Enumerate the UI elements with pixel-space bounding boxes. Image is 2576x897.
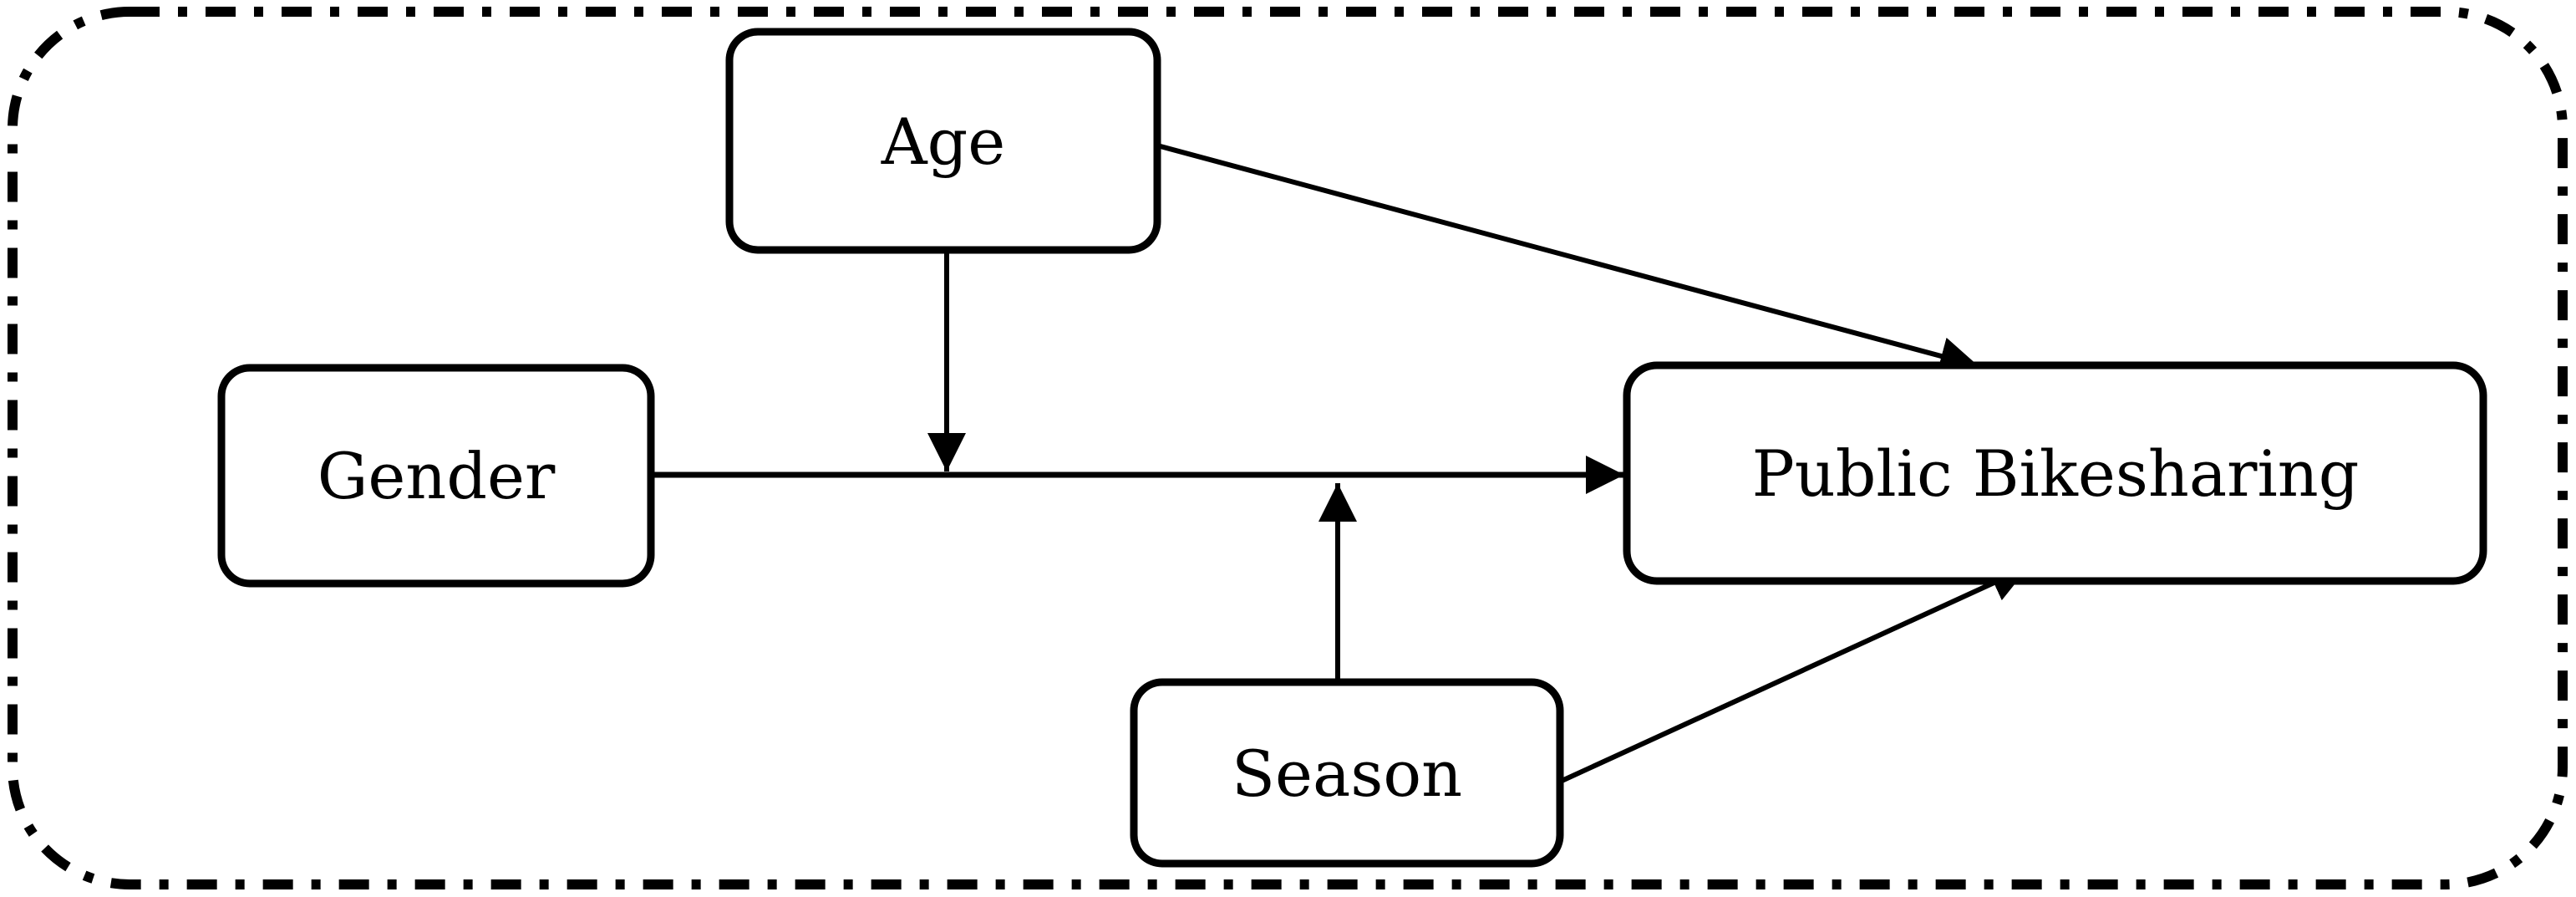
edge-season-to-outcome-arrow xyxy=(1558,564,2030,784)
gender-label: Gender xyxy=(318,439,556,513)
node-season: Season xyxy=(1130,678,1564,868)
age-label: Age xyxy=(881,104,1006,179)
public-bikesharing-label: Public Bikesharing xyxy=(1752,436,2360,511)
dashed-outer-border xyxy=(8,7,2568,889)
edge-age-to-outcome-arrow xyxy=(1156,143,1979,375)
public-bikesharing-box xyxy=(1623,361,2487,585)
node-gender: Gender xyxy=(217,364,655,588)
gender-box xyxy=(217,364,655,588)
node-public-bikesharing: Public Bikesharing xyxy=(1623,361,2487,585)
age-box xyxy=(725,28,1161,254)
season-label: Season xyxy=(1232,736,1462,811)
node-age: Age xyxy=(725,28,1161,254)
season-box xyxy=(1130,678,1564,868)
